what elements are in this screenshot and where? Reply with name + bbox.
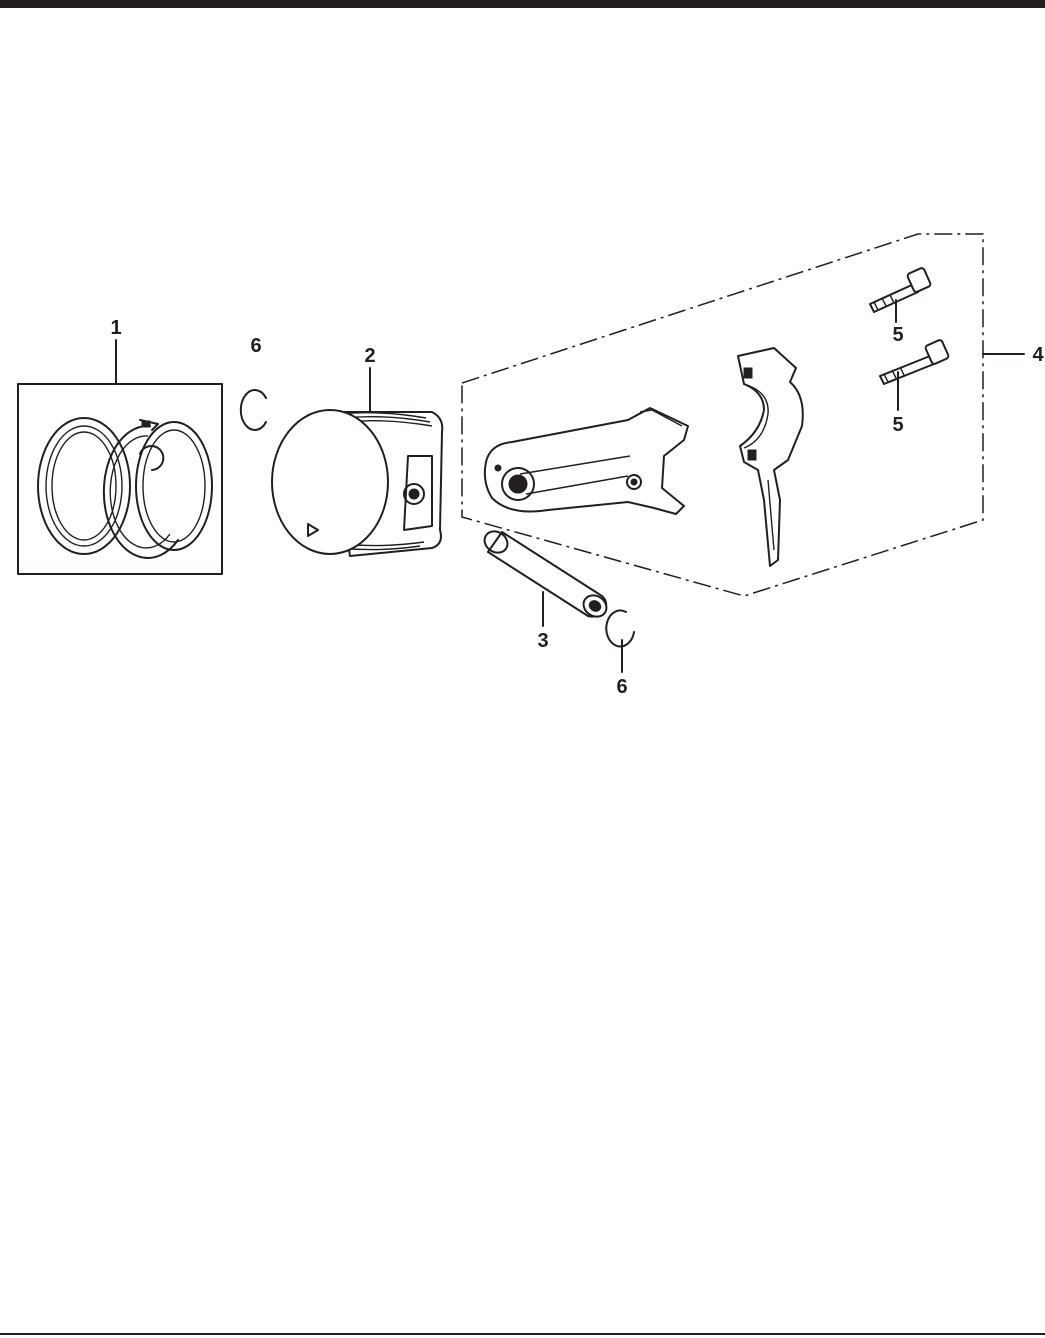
ring-set-frame (18, 384, 222, 574)
pin-clip-left (241, 390, 266, 430)
callout-rod-bolt-upper: 5 (892, 324, 903, 346)
callout-pin-clip-left: 6 (250, 335, 261, 357)
piston-pin (480, 527, 610, 626)
rod-bolt-upper (870, 267, 931, 322)
callout-piston-ring-set: 1 (110, 317, 121, 339)
connecting-rod-cap (738, 348, 803, 566)
piston (272, 368, 442, 556)
piston-crown (272, 410, 388, 554)
rod-bolt-lower (880, 339, 949, 410)
piston-ring-set (18, 340, 222, 574)
pin-clip-right (606, 610, 634, 672)
callout-piston-pin: 3 (537, 630, 548, 652)
connecting-rod-assembly (462, 234, 1024, 596)
callout-rod-bolt-lower: 5 (892, 414, 903, 436)
connecting-rod (485, 408, 688, 514)
callout-pin-clip-right: 6 (616, 676, 627, 698)
callout-connecting-rod-assembly: 4 (1032, 344, 1044, 366)
bottom-rule (0, 1333, 1045, 1335)
callout-piston: 2 (364, 345, 375, 367)
